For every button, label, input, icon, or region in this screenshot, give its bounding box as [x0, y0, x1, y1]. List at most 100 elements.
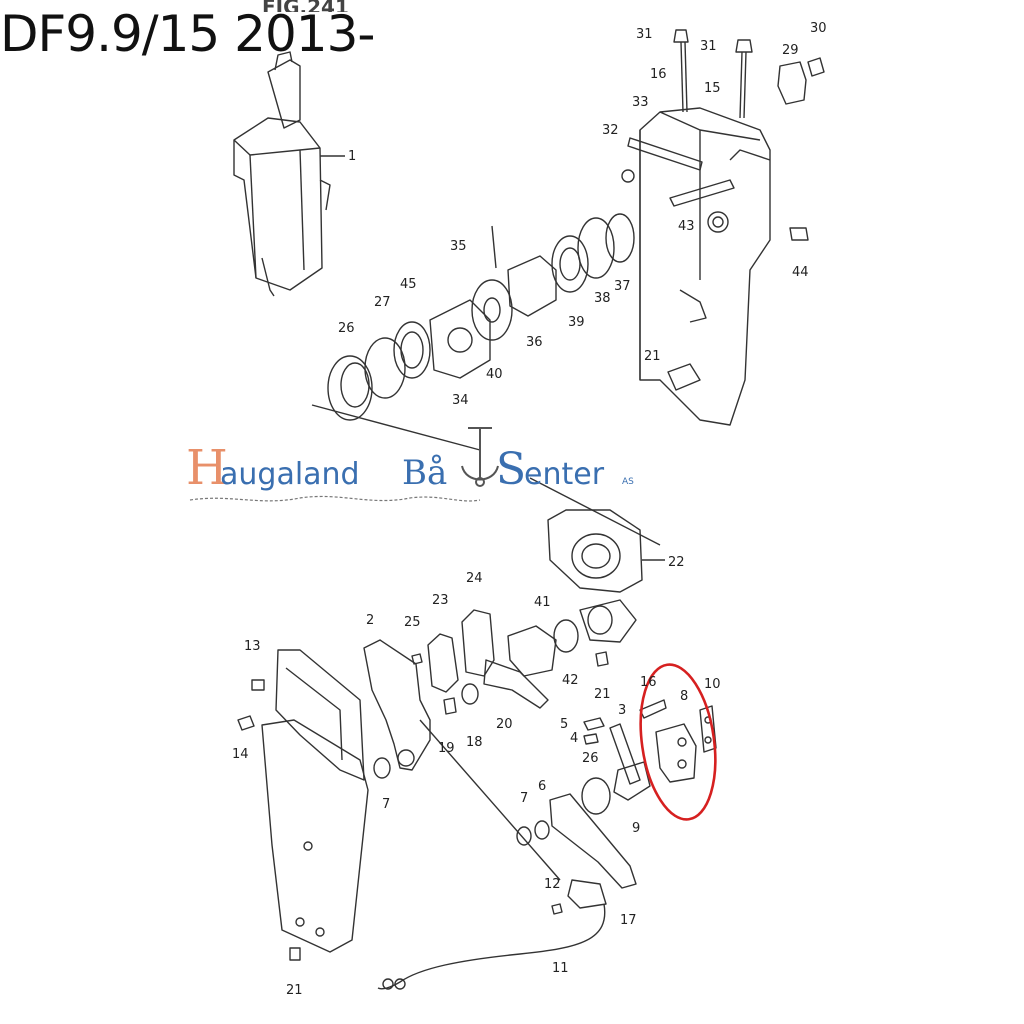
callout-c31a: 31 [636, 27, 653, 42]
watermark-haugaland: augaland [220, 457, 360, 492]
callout-c27: 27 [374, 295, 391, 310]
callout-c38: 38 [594, 291, 611, 306]
ring-26-part [581, 777, 611, 815]
callout-c44: 44 [792, 265, 809, 280]
callout-c43: 43 [678, 219, 695, 234]
callout-c21c: 21 [286, 983, 303, 998]
callout-c39: 39 [568, 315, 585, 330]
callout-c42: 42 [562, 673, 579, 688]
cam-41-part [507, 625, 557, 677]
callout-c21a: 21 [644, 349, 661, 364]
watermark-logo: H augaland Bå S enter AS [186, 427, 634, 502]
control-housing-part [639, 107, 771, 426]
washer-7-part [373, 757, 391, 779]
callout-c35: 35 [450, 239, 467, 254]
anchor-icon [461, 427, 499, 487]
cap-44-part [789, 227, 809, 241]
callout-c13: 13 [244, 639, 261, 654]
callout-c36: 36 [526, 335, 543, 350]
screw-13-part [251, 679, 265, 691]
callout-c18: 18 [466, 735, 483, 750]
callout-c6: 6 [538, 779, 546, 794]
callout-c19: 19 [438, 741, 455, 756]
arm-9-part [613, 761, 651, 801]
highlight-circle [639, 663, 717, 821]
pin-35-part [491, 225, 497, 269]
callout-c29: 29 [782, 43, 799, 58]
watermark-baa: Bå [402, 453, 447, 493]
remote-control-box-part [233, 51, 331, 297]
clip-29-part [777, 61, 807, 105]
callout-c9: 9 [632, 821, 640, 836]
switch-12-part [567, 879, 607, 909]
gear-housing-22-part [547, 509, 643, 593]
watermark-wave-line [189, 495, 481, 502]
callout-c22: 22 [668, 555, 685, 570]
plate-23-part [427, 633, 459, 693]
callout-c26b: 26 [582, 751, 599, 766]
callout-c2: 2 [366, 613, 374, 628]
callout-c8: 8 [680, 689, 688, 704]
plate-24-part [461, 609, 495, 677]
page-title: DF9.9/15 2013- [0, 5, 375, 63]
callout-c16b: 16 [640, 675, 657, 690]
callout-c7a: 7 [382, 797, 390, 812]
detent-spring-parts [655, 705, 717, 783]
callout-c11: 11 [552, 961, 569, 976]
screw-25-part [411, 653, 423, 665]
callout-c1: 1 [348, 149, 356, 164]
long-bolt-15-part [735, 39, 753, 119]
watermark-s: S [496, 444, 526, 495]
callout-c3: 3 [618, 703, 626, 718]
callout-c5: 5 [560, 717, 568, 732]
bolt-19-part [443, 697, 457, 715]
cap-32-part [621, 169, 635, 183]
watermark-enter: enter [524, 457, 605, 492]
callout-c14: 14 [232, 747, 249, 762]
bolt-21-part [595, 651, 609, 667]
callout-c23: 23 [432, 593, 449, 608]
washer-7b-part [516, 826, 532, 846]
callout-c12: 12 [544, 877, 561, 892]
callout-c40: 40 [486, 367, 503, 382]
shaft-3-part [609, 723, 641, 785]
callout-c7b: 7 [520, 791, 528, 806]
callout-c26a: 26 [338, 321, 355, 336]
callout-c37: 37 [614, 279, 631, 294]
callout-c34: 34 [452, 393, 469, 408]
callout-c41: 41 [534, 595, 551, 610]
washer-6-part [534, 820, 550, 840]
callout-c16a: 16 [650, 67, 667, 82]
screw-30-part [807, 57, 825, 77]
callout-c33: 33 [632, 95, 649, 110]
rod-33-part [627, 137, 703, 171]
long-bolt-16-part [673, 29, 689, 113]
lever-20-part [483, 659, 549, 709]
bracket-2-part [363, 639, 431, 771]
callout-labels: 1311631152930333243443537383936403445272… [232, 21, 827, 998]
screw-21-lower-part [289, 947, 301, 961]
link-arm-17-part [549, 793, 637, 889]
callout-c17: 17 [620, 913, 637, 928]
callout-c4: 4 [570, 731, 578, 746]
callout-c45: 45 [400, 277, 417, 292]
watermark-as: AS [622, 477, 634, 487]
screw-14-part [237, 715, 255, 731]
callout-c20: 20 [496, 717, 513, 732]
callout-c30: 30 [810, 21, 827, 36]
callout-c21b: 21 [594, 687, 611, 702]
pin-43-part [669, 179, 735, 207]
gear-ring-42-part [553, 619, 579, 653]
callout-c32: 32 [602, 123, 619, 138]
cable-11-part [377, 903, 606, 990]
figure-label: FIG.241 [262, 0, 349, 12]
callout-c15: 15 [704, 81, 721, 96]
washer-18-part [461, 683, 479, 705]
back-plate-part [261, 649, 369, 953]
callout-c25: 25 [404, 615, 421, 630]
callout-c31b: 31 [700, 39, 717, 54]
watermark-h: H [186, 440, 228, 496]
callout-c24: 24 [466, 571, 483, 586]
